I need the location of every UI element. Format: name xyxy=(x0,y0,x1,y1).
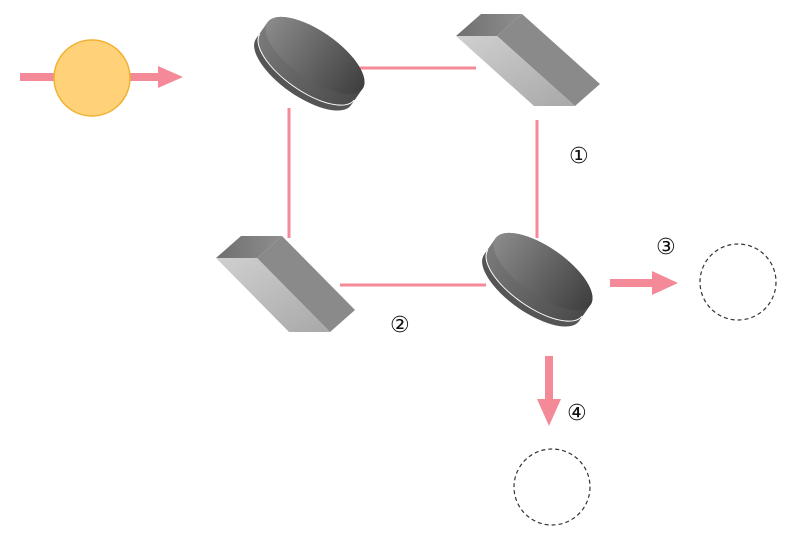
detector-right-icon xyxy=(699,243,777,321)
output-beam-right xyxy=(610,271,678,295)
beam-splitter-top-left-icon xyxy=(254,16,365,111)
label-two: ② xyxy=(390,313,410,338)
label-four: ④ xyxy=(567,401,587,426)
mirror-bottom-left-icon xyxy=(216,236,355,332)
photon-source-icon xyxy=(53,39,131,117)
label-one: ① xyxy=(569,144,589,169)
label-three: ③ xyxy=(656,235,676,260)
output-beam-down xyxy=(537,356,561,426)
detector-bottom-icon xyxy=(513,448,591,526)
beam-paths xyxy=(287,66,539,287)
mirror-top-right-icon xyxy=(456,14,600,106)
beam-splitter-bottom-right-icon xyxy=(482,232,593,327)
